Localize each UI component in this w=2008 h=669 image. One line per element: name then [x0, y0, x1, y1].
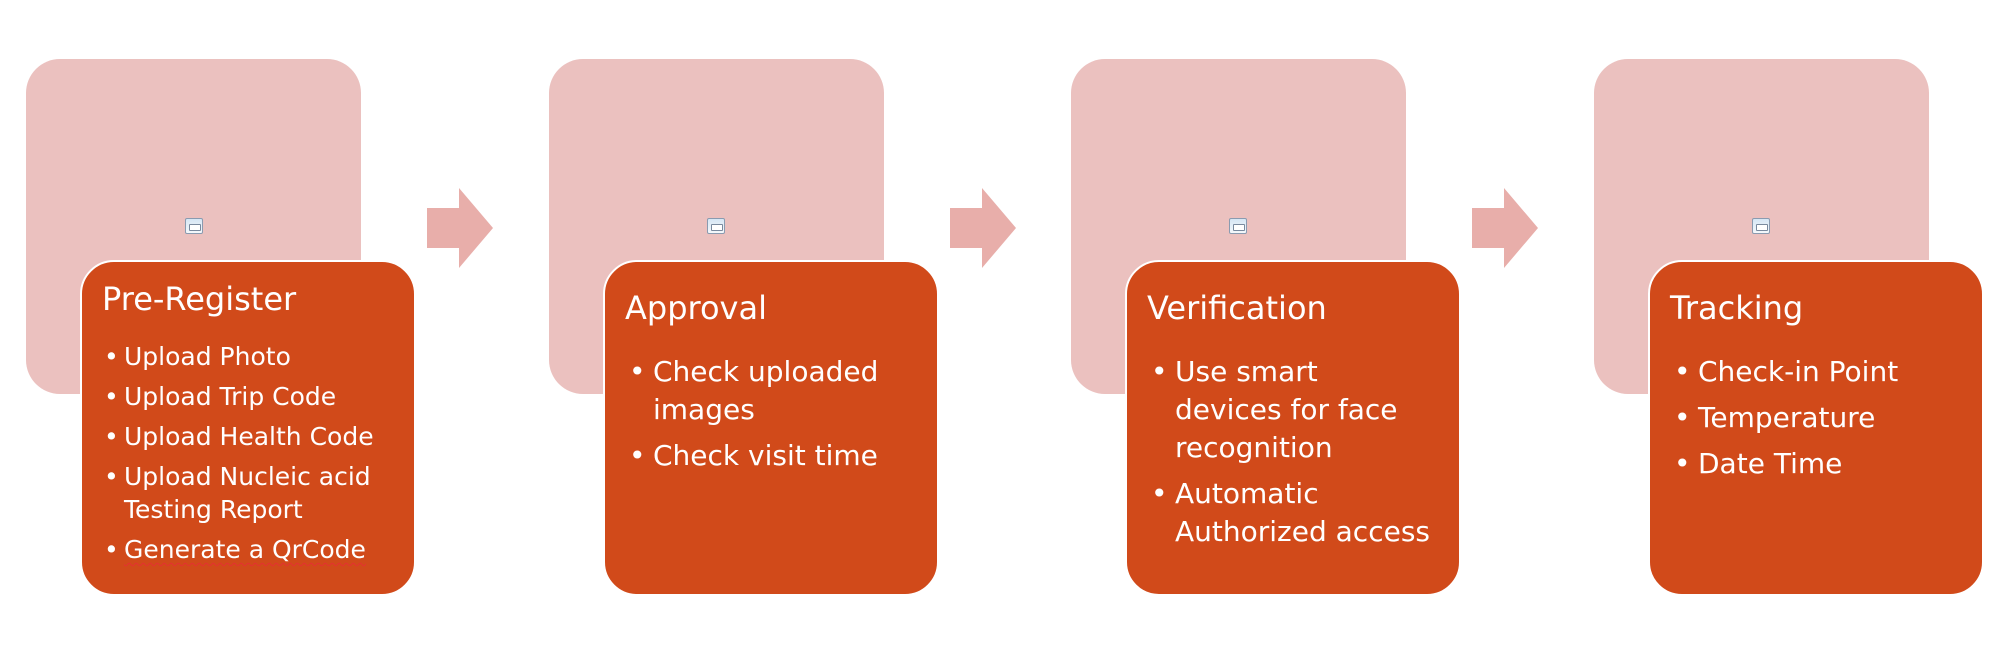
step-3-list: Use smart devices for face recognition A…	[1147, 353, 1430, 559]
step-3-card: Verification Use smart devices for face …	[1125, 260, 1461, 596]
step-3-title: Verification	[1147, 289, 1327, 327]
step-3-image-placeholder-icon	[1229, 218, 1247, 234]
step-1-title: Pre-Register	[102, 280, 297, 318]
step-4-item: Date Time	[1670, 445, 1898, 483]
right-arrow-icon	[950, 188, 1016, 268]
step-1-item-text: Generate a QrCode	[124, 535, 366, 564]
step-1-card: Pre-Register Upload Photo Upload Trip Co…	[80, 260, 416, 596]
step-connector-3	[1472, 188, 1538, 268]
step-2-item: Check visit time	[625, 437, 878, 475]
step-1-image-placeholder-icon	[185, 218, 203, 234]
step-4-image-placeholder-icon	[1752, 218, 1770, 234]
step-4-card: Tracking Check-in Point Temperature Date…	[1648, 260, 1984, 596]
step-2-image-placeholder-icon	[707, 218, 725, 234]
step-4-item: Temperature	[1670, 399, 1898, 437]
step-2-card: Approval Check uploaded images Check vis…	[603, 260, 939, 596]
step-connector-2	[950, 188, 1016, 268]
right-arrow-icon	[427, 188, 493, 268]
step-4-list: Check-in Point Temperature Date Time	[1670, 353, 1898, 491]
step-4-item: Check-in Point	[1670, 353, 1898, 391]
step-1-item: Upload Trip Code	[102, 380, 374, 413]
step-1-item: Upload Health Code	[102, 420, 374, 453]
step-2-list: Check uploaded images Check visit time	[625, 353, 878, 483]
step-1-item: Generate a QrCode	[102, 533, 374, 566]
step-2-title: Approval	[625, 289, 767, 327]
step-1-item: Upload Photo	[102, 340, 374, 373]
step-3-item: Automatic Authorized access	[1147, 475, 1430, 551]
step-1-item: Upload Nucleic acid Testing Report	[102, 460, 374, 526]
step-2-item: Check uploaded images	[625, 353, 878, 429]
step-4-title: Tracking	[1670, 289, 1804, 327]
step-1-list: Upload Photo Upload Trip Code Upload Hea…	[102, 340, 374, 573]
right-arrow-icon	[1472, 188, 1538, 268]
step-3-item: Use smart devices for face recognition	[1147, 353, 1430, 467]
step-connector-1	[427, 188, 493, 268]
